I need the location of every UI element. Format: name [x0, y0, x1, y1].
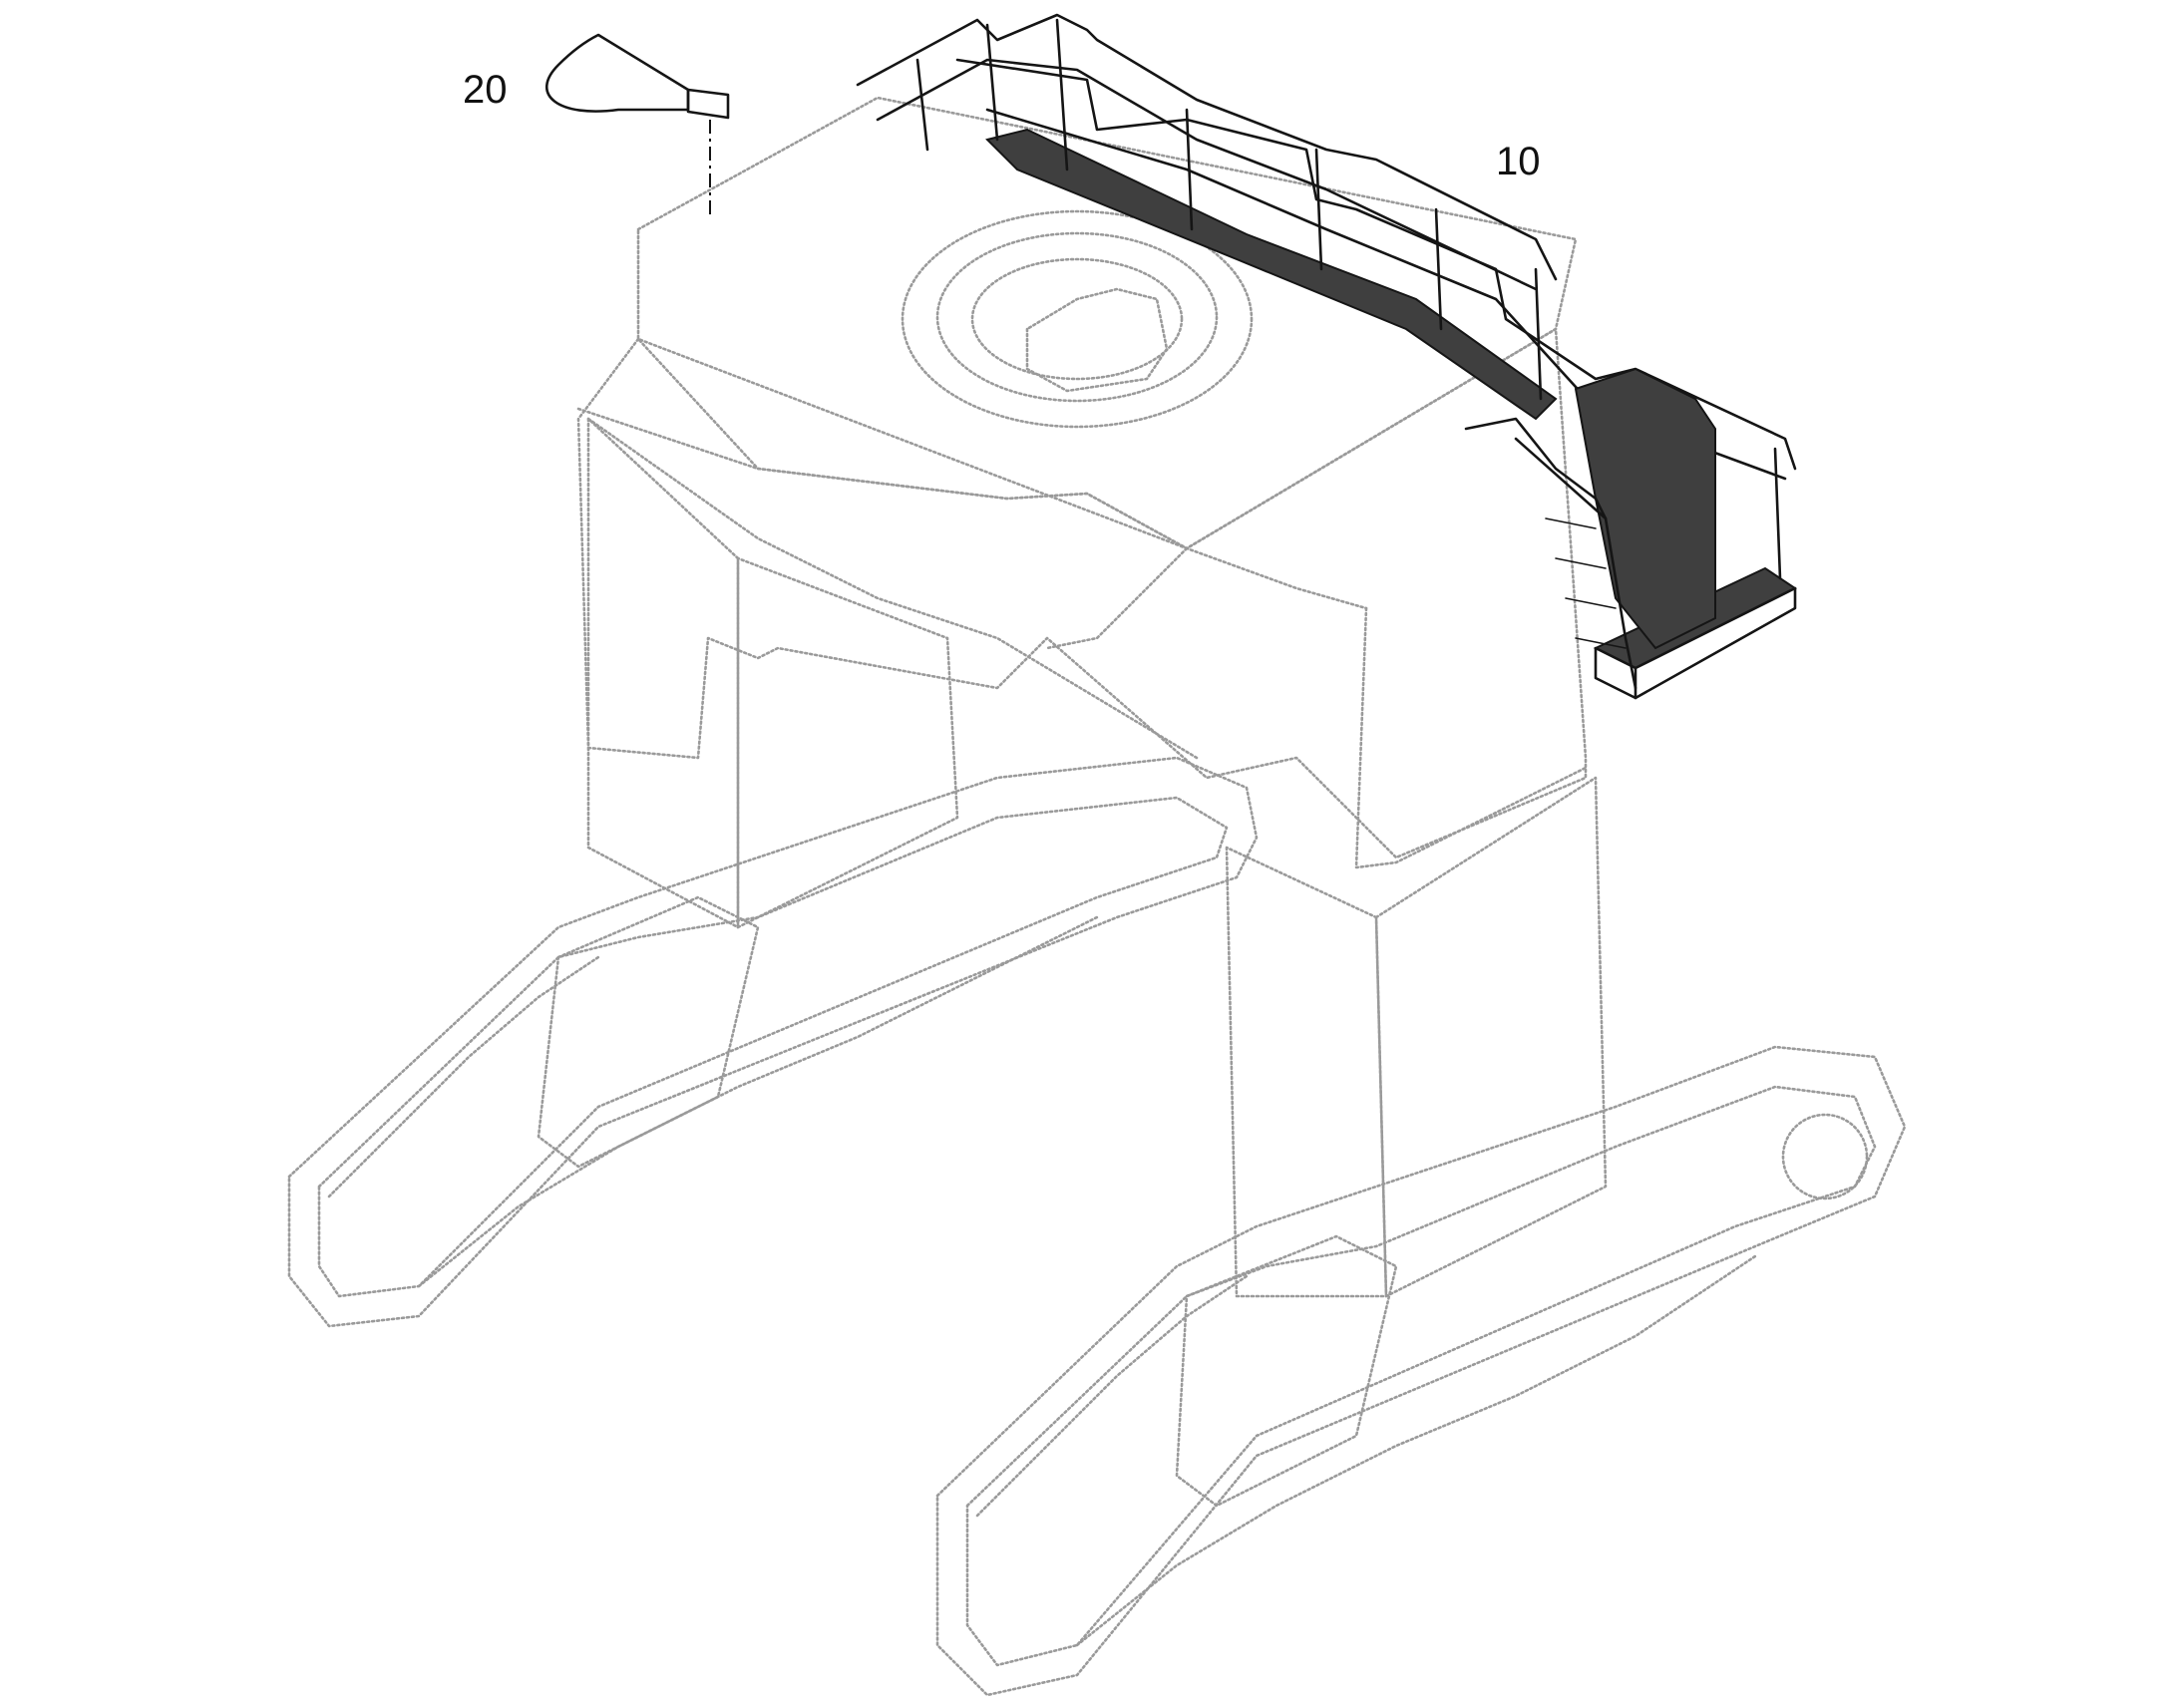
rail-post-1 — [915, 58, 929, 152]
slewing-ring-core — [970, 257, 1184, 381]
top-rail-back — [856, 13, 1558, 281]
gantry-frame — [576, 96, 1608, 1298]
callout-10-label: 10 — [1496, 140, 1541, 183]
left-leg-side — [736, 556, 959, 929]
left-track-inner — [317, 796, 1229, 1298]
upper-box-diag — [1045, 546, 1189, 650]
right-leg-side — [1374, 776, 1608, 1298]
stair-tread-3 — [1565, 597, 1617, 609]
left-track-pads — [327, 955, 600, 1198]
rail-post-6 — [1434, 207, 1443, 331]
right-track-frame — [1175, 1234, 1398, 1508]
mid-rail-back — [876, 58, 1538, 291]
upper-box-edge-2 — [1354, 606, 1588, 869]
right-track-outline — [935, 1045, 1907, 1697]
rail-post-3 — [1055, 18, 1069, 171]
right-track-pads — [975, 1274, 1249, 1518]
stair-tread-1 — [1545, 517, 1597, 529]
stair-stringer — [1514, 437, 1637, 690]
rail-post-7 — [1534, 267, 1543, 401]
right-drive-sprocket — [1781, 1113, 1869, 1200]
cap-plate — [545, 33, 690, 113]
callout-20-label: 20 — [463, 68, 508, 112]
left-crawler — [287, 756, 1259, 1328]
stair-tread-4 — [1575, 637, 1627, 649]
rail-post-4 — [1185, 108, 1194, 231]
slewing-ring-outer — [901, 209, 1254, 429]
walkway-grating — [985, 128, 1558, 421]
cap-tab — [686, 88, 730, 120]
slewing-ring-inner — [935, 231, 1219, 403]
rail-post-2 — [985, 23, 999, 142]
stair-cage-mesh — [1574, 367, 1716, 650]
right-crawler — [935, 1045, 1907, 1697]
left-track-frame — [537, 895, 760, 1169]
upper-box-rivets — [586, 417, 1199, 760]
left-track-treads — [417, 915, 1099, 1288]
upper-box-front — [576, 327, 1588, 859]
left-leg-front — [586, 417, 740, 929]
part-10-walkway-platform — [856, 13, 1797, 700]
center-pivot — [1025, 287, 1169, 393]
stair-tread-2 — [1555, 557, 1607, 569]
left-track-outline — [287, 756, 1259, 1328]
landing-edge — [1634, 586, 1797, 700]
part-20-cover-cap — [545, 33, 730, 214]
right-track-inner — [965, 1085, 1877, 1667]
rail-post-8 — [1773, 447, 1782, 580]
upper-box-edge — [576, 407, 1368, 610]
right-track-treads — [1075, 1254, 1757, 1647]
rail-post-5 — [1314, 148, 1323, 271]
stair-bracket — [1464, 417, 1608, 520]
